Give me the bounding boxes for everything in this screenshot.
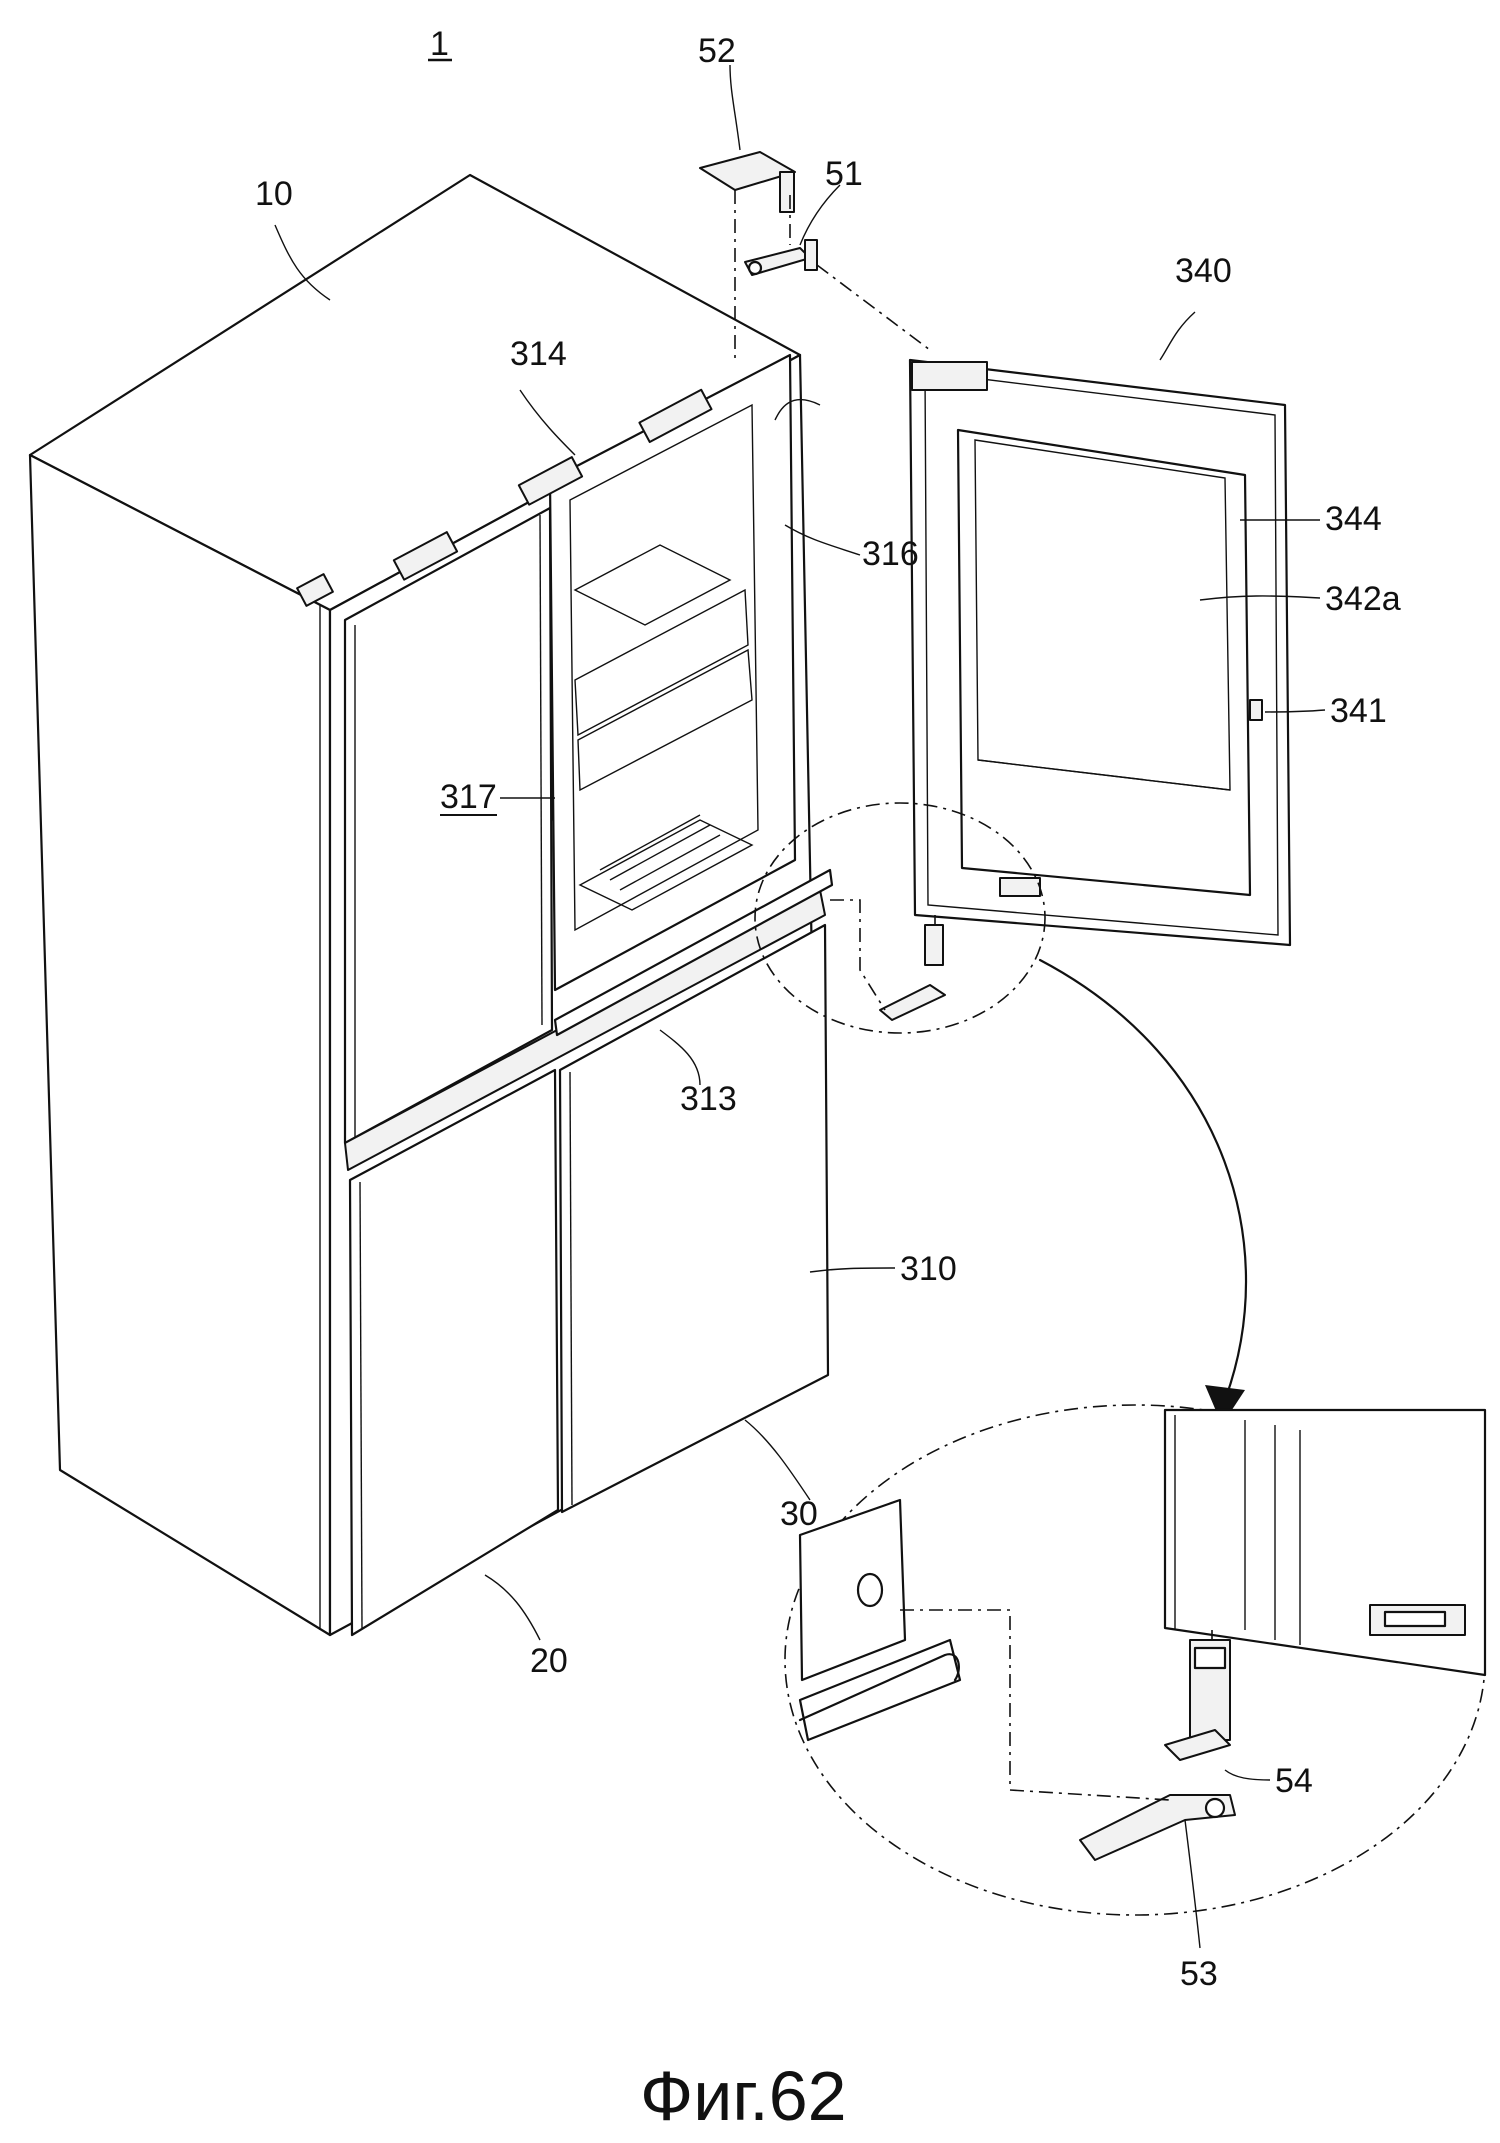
label-51: 51 <box>825 155 863 193</box>
label-313: 313 <box>680 1080 737 1118</box>
label-30: 30 <box>780 1495 818 1533</box>
lower-hinge-small <box>880 925 945 1020</box>
figure-caption: Фиг.62 <box>640 2057 847 2135</box>
label-10: 10 <box>255 175 293 213</box>
label-310: 310 <box>900 1250 957 1288</box>
label-314: 314 <box>510 335 567 373</box>
upper-hinge-51 <box>745 240 817 275</box>
label-53: 53 <box>1180 1955 1218 1993</box>
label-52: 52 <box>698 32 736 70</box>
label-342a: 342a <box>1325 580 1401 618</box>
label-54: 54 <box>1275 1762 1313 1800</box>
label-344: 344 <box>1325 500 1382 538</box>
label-340: 340 <box>1175 252 1232 290</box>
magnified-detail <box>785 1405 1485 1915</box>
label-317: 317 <box>440 778 497 816</box>
label-341: 341 <box>1330 692 1387 730</box>
label-assembly-1: 1 <box>430 25 449 63</box>
upper-hinge-52 <box>700 152 795 212</box>
label-316: 316 <box>862 535 919 573</box>
detached-door-340 <box>910 360 1290 945</box>
label-20: 20 <box>530 1642 568 1680</box>
